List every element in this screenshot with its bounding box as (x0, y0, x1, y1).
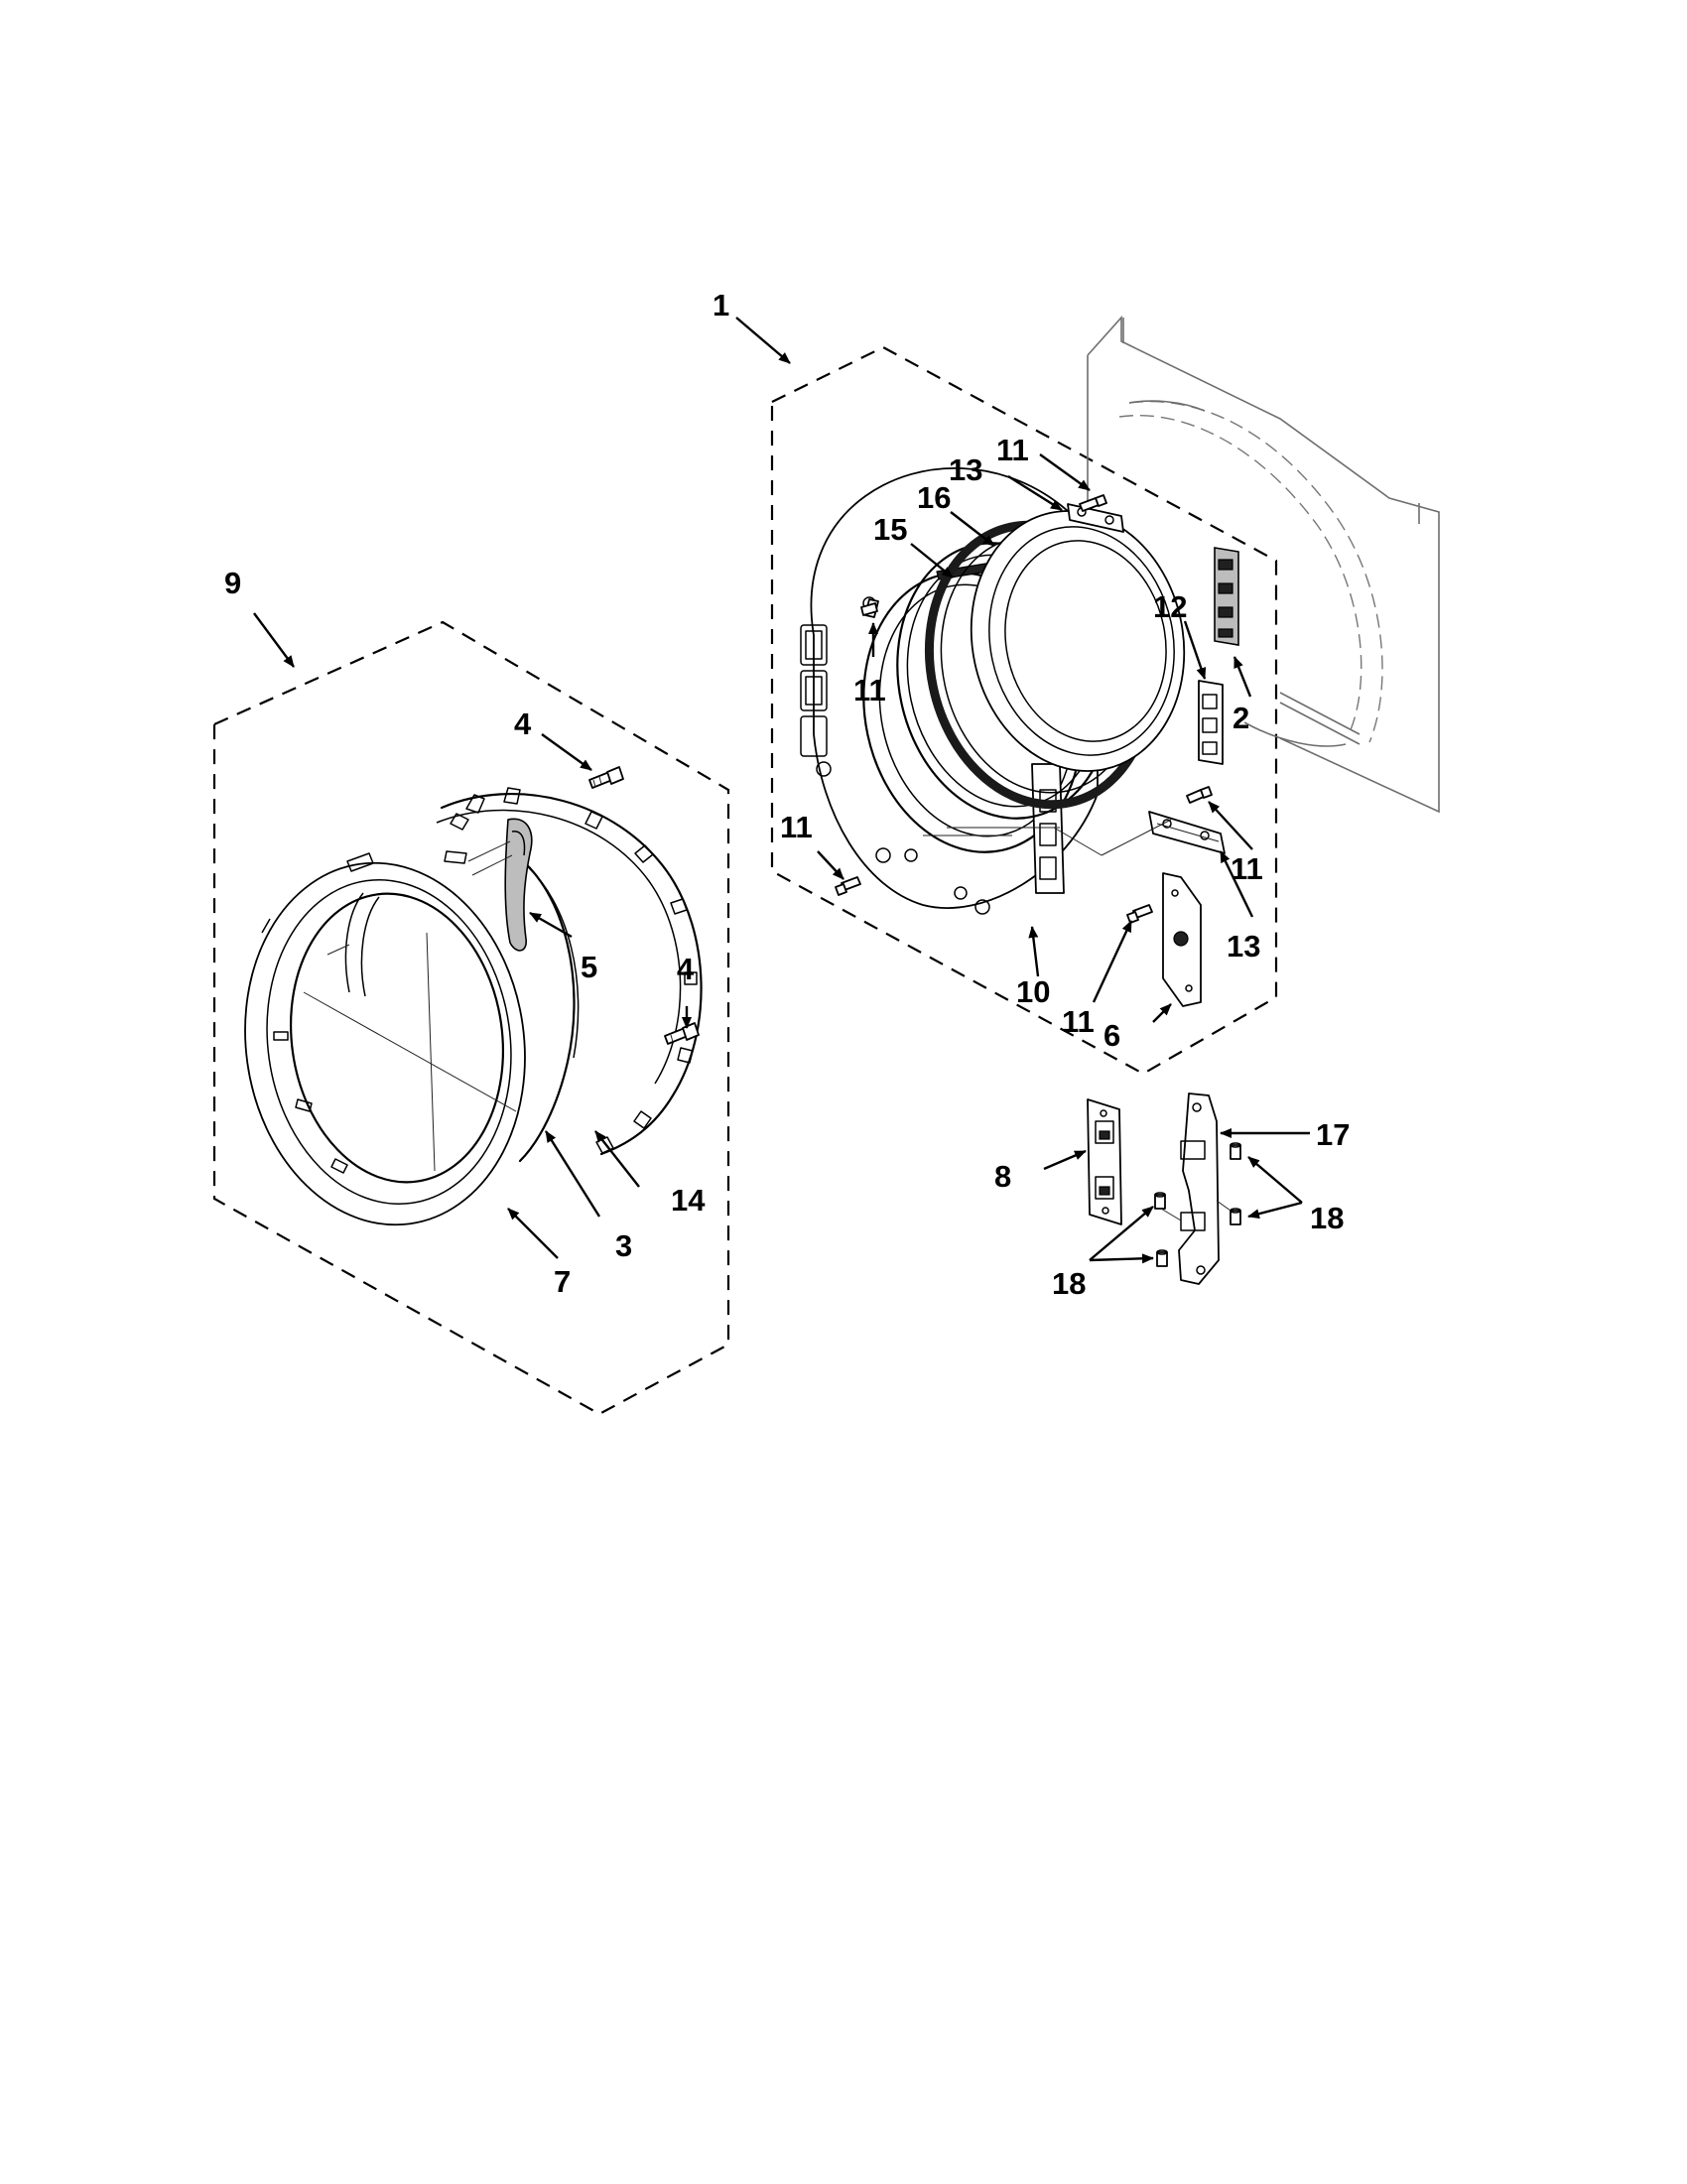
callout-8: 8 (994, 1159, 1011, 1194)
bushing-left-lower (1156, 1249, 1168, 1267)
callout-15: 15 (873, 512, 907, 547)
screw-cover-plate (1126, 904, 1153, 924)
screw-ring-upper (860, 598, 879, 618)
callout-11-top: 11 (996, 433, 1029, 467)
door-glass-ring (514, 853, 576, 1163)
hinge-bracket (1178, 1092, 1220, 1285)
door-strike (1214, 547, 1239, 646)
lock-cover-plate (1162, 872, 1202, 1007)
screw-hinge-lower (1186, 786, 1213, 804)
door-screw-upper (588, 766, 624, 789)
callout-5: 5 (581, 950, 597, 984)
callout-18-right: 18 (1310, 1201, 1344, 1235)
inner-bellows (970, 510, 1186, 772)
callout-11-ring: 11 (853, 673, 886, 707)
callout-12: 12 (1153, 589, 1187, 624)
bushing-right-lower (1230, 1208, 1241, 1225)
door-handle (467, 818, 533, 952)
screw-ring-lower-left (835, 876, 861, 896)
hinge-bracket-upper (1067, 503, 1124, 533)
callout-10: 10 (1016, 974, 1050, 1009)
door-screw-lower (664, 1022, 700, 1045)
outer-door-ring (244, 850, 526, 1226)
callout-16: 16 (917, 480, 951, 515)
door-assembly-group (212, 620, 730, 1416)
callout-17: 17 (1316, 1117, 1350, 1152)
bushing-right-upper (1230, 1142, 1241, 1160)
screw-top (1079, 494, 1107, 512)
callout-11-hinge: 11 (1231, 851, 1263, 886)
callout-6: 6 (1103, 1018, 1120, 1053)
bushing-left-upper (1154, 1192, 1166, 1210)
inner-door-frame (436, 787, 703, 1156)
callout-4-lower: 4 (677, 952, 695, 986)
callout-13-lower: 13 (1227, 929, 1260, 964)
callout-11-plate: 11 (1062, 1004, 1095, 1039)
door-assembly-boundary (212, 620, 730, 1416)
callout-2: 2 (1233, 701, 1249, 735)
callout-labels: 1 9 4 4 5 14 3 7 11 13 16 15 11 12 2 11 … (224, 288, 1350, 1301)
callout-18-left: 18 (1052, 1266, 1086, 1301)
callout-9: 9 (224, 566, 241, 600)
callout-13-upper: 13 (949, 452, 982, 487)
callout-14: 14 (671, 1183, 706, 1218)
door-lock-switch (1198, 680, 1224, 765)
hinge-bracket-lower (1148, 811, 1226, 854)
callout-11-left: 11 (780, 810, 813, 844)
callout-1: 1 (713, 288, 729, 322)
callout-4-upper: 4 (514, 707, 532, 741)
callout-3: 3 (615, 1228, 632, 1263)
door-hinge (1087, 1098, 1122, 1225)
leader-lines (253, 317, 1310, 1264)
callout-7: 7 (554, 1264, 571, 1299)
front-panel-assembly-group (770, 315, 1440, 1076)
